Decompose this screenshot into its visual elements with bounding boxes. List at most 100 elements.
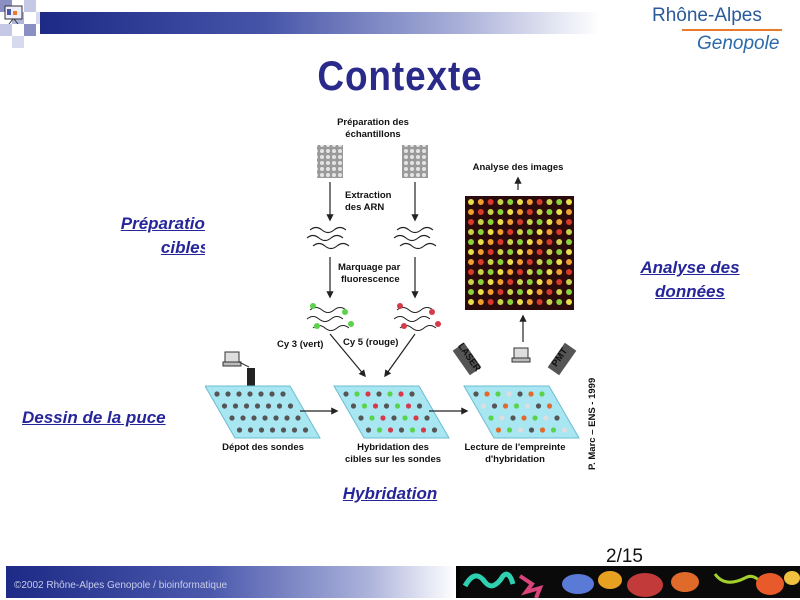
- scan-spot: [497, 209, 504, 215]
- slide-title: Contexte: [317, 52, 483, 99]
- laser-device: LASER: [452, 341, 483, 376]
- extraction-label-1: Extraction: [345, 190, 392, 201]
- chip-spot: [214, 391, 220, 397]
- scan-spot: [536, 229, 543, 235]
- chip-spot: [273, 415, 279, 421]
- chip-spot: [398, 427, 405, 433]
- chip-spot: [269, 391, 275, 397]
- scan-spot: [487, 239, 494, 245]
- scan-spot: [526, 299, 533, 305]
- hybridation-label-2: cibles sur les sondes: [345, 454, 441, 465]
- chip-spot: [232, 403, 239, 409]
- spotter-pin: [247, 368, 255, 398]
- scan-spot: [497, 199, 504, 205]
- chip-spot: [221, 403, 228, 409]
- scan-spot: [526, 279, 533, 285]
- label-dessin: Dessin de la puce: [22, 408, 166, 427]
- scan-spot: [536, 289, 543, 295]
- scan-spot: [477, 249, 484, 255]
- microarray-figure: Préparation des échantillons Extraction …: [204, 112, 600, 472]
- scan-spot: [468, 199, 474, 205]
- chip-spot: [284, 415, 290, 421]
- scan-spot: [566, 229, 572, 235]
- chip-spot: [502, 403, 509, 409]
- scan-spot: [556, 199, 563, 205]
- chip-spot: [291, 427, 298, 433]
- scan-spot: [477, 229, 484, 235]
- chip-spot: [358, 415, 364, 421]
- footer-microscopy-image: [460, 566, 800, 598]
- scan-spot: [566, 219, 572, 225]
- scan-spot: [556, 299, 563, 305]
- scan-spot: [546, 199, 553, 205]
- scan-spot: [468, 229, 474, 235]
- chip-spot: [369, 415, 375, 421]
- scan-spot: [497, 299, 504, 305]
- scan-spot: [468, 209, 474, 215]
- scan-spot: [546, 229, 553, 235]
- scan-spot: [487, 219, 494, 225]
- chip-spot: [550, 427, 557, 433]
- chip-spot: [513, 403, 520, 409]
- scan-spot: [526, 219, 533, 225]
- scan-spot: [468, 269, 474, 275]
- scan-spot: [517, 209, 523, 215]
- chip-spot: [539, 427, 546, 433]
- chip-spot: [521, 415, 527, 421]
- labeled-rna-green: [306, 303, 354, 331]
- prep-label-2: échantillons: [345, 129, 400, 140]
- scan-spot: [526, 199, 533, 205]
- scan-spot: [468, 279, 474, 285]
- chip-spot: [391, 415, 397, 421]
- scan-spot: [507, 289, 514, 295]
- computer-icon-left: [222, 351, 250, 368]
- scan-spot: [477, 279, 484, 285]
- scan-spot: [477, 259, 484, 265]
- chip-spot: [387, 391, 393, 397]
- scan-spot: [497, 269, 504, 275]
- scan-spot: [468, 249, 474, 255]
- scan-spot: [556, 219, 563, 225]
- scan-spot: [556, 279, 563, 285]
- scan-spot: [487, 269, 494, 275]
- microarray-diagram: Préparation des échantillons Extraction …: [204, 117, 598, 470]
- footer-bar: [6, 566, 456, 598]
- hybridation-label-1: Hybridation des: [357, 442, 429, 453]
- scan-spot: [556, 269, 563, 275]
- chip-spot: [506, 427, 513, 433]
- depot-label: Dépot des sondes: [222, 442, 304, 453]
- scan-spot: [556, 259, 563, 265]
- chip-spot: [383, 403, 390, 409]
- scan-spot: [507, 279, 514, 285]
- scan-spot: [517, 279, 523, 285]
- chip-spot: [247, 427, 254, 433]
- chip-spot: [394, 403, 401, 409]
- chip-spot: [350, 403, 357, 409]
- chip-spot: [361, 403, 368, 409]
- scan-spot: [566, 279, 572, 285]
- sample-cells-right: [402, 145, 428, 178]
- chip-spot: [524, 403, 531, 409]
- chip-spot: [543, 415, 549, 421]
- footer-divider: [456, 566, 460, 598]
- scan-spot: [507, 229, 514, 235]
- scan-spot: [507, 209, 514, 215]
- scan-spot: [507, 249, 514, 255]
- chip-spot: [376, 391, 382, 397]
- chip-spot: [473, 391, 479, 397]
- pmt-device: PMT: [547, 342, 577, 376]
- scan-spot: [566, 249, 572, 255]
- scan-spot: [556, 209, 563, 215]
- chip-spot: [295, 415, 301, 421]
- chip-spot: [269, 427, 276, 433]
- chip-spot: [247, 391, 253, 397]
- scan-spot: [517, 269, 523, 275]
- chip-spot: [495, 427, 502, 433]
- chip-spot: [365, 391, 371, 397]
- scan-spot: [487, 279, 494, 285]
- scan-spot: [487, 199, 494, 205]
- label-analyse: Analyse des données: [640, 258, 740, 301]
- chip-spot: [431, 427, 438, 433]
- scan-spot: [497, 219, 504, 225]
- analyse-images-label: Analyse des images: [473, 162, 564, 173]
